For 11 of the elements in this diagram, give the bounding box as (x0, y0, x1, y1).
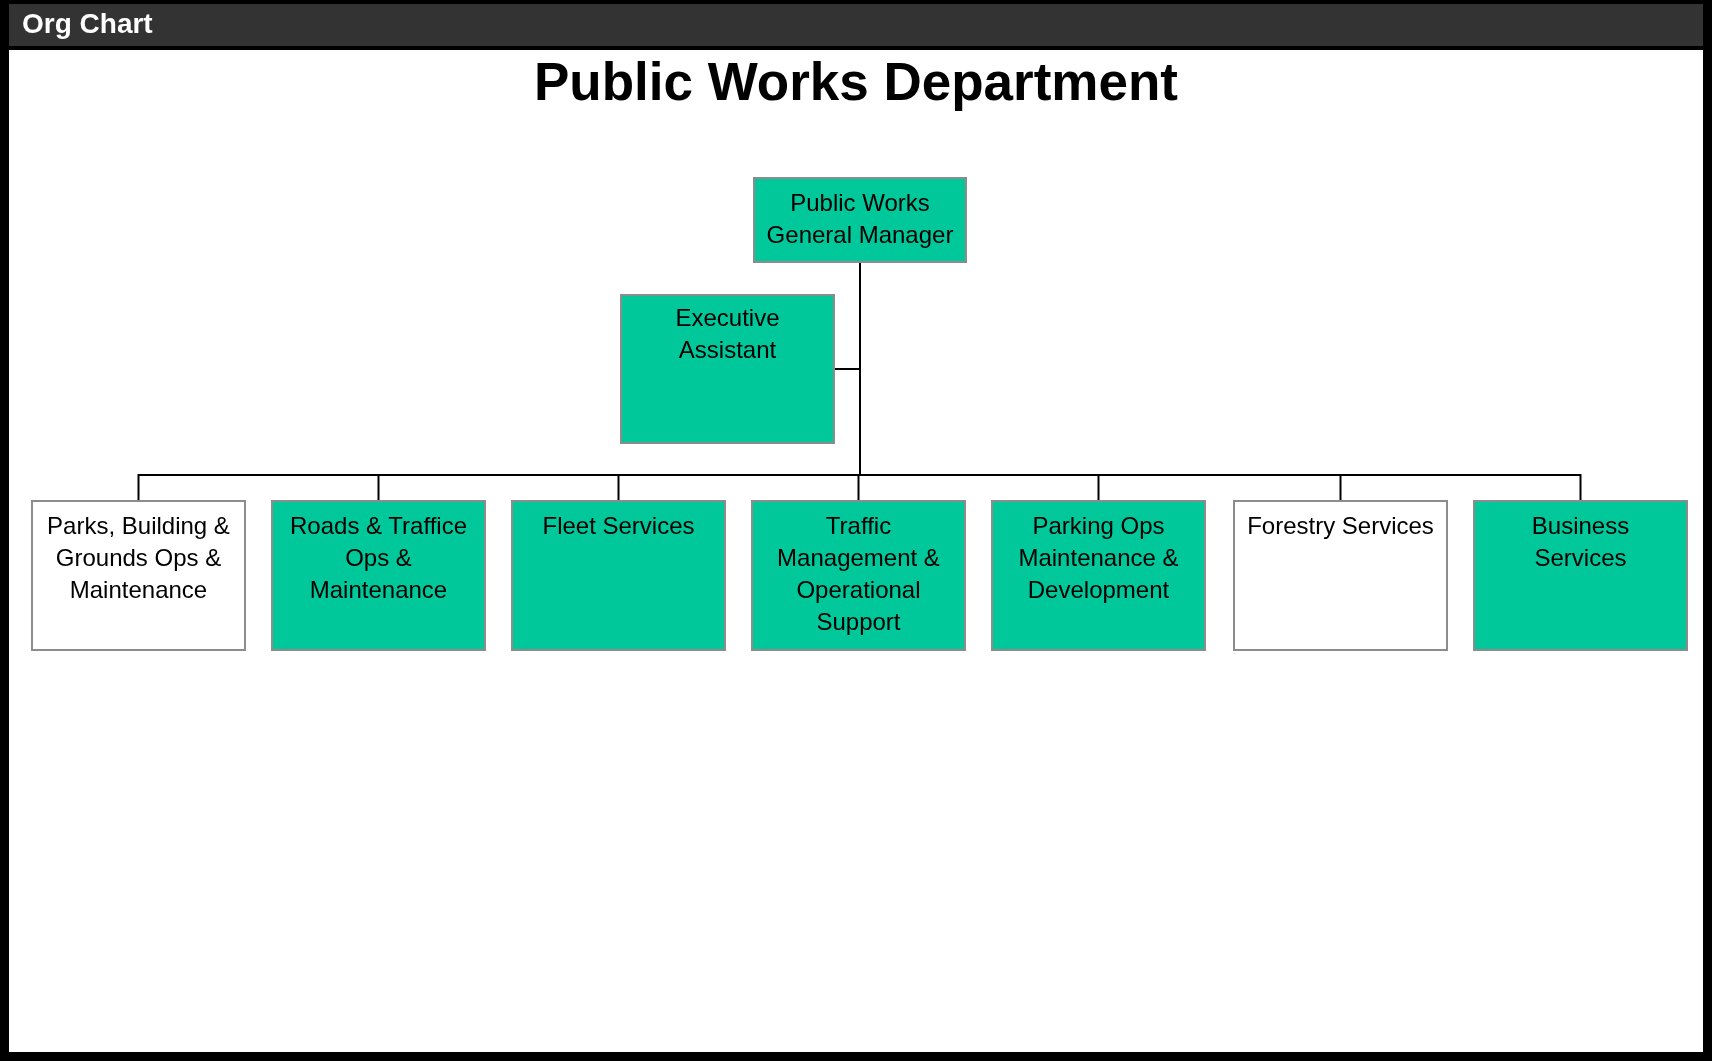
org-box: Parks, Building & Grounds Ops & Maintenance (31, 500, 246, 651)
manager-box: Public Works General Manager (753, 177, 967, 263)
org-box: Traffic Management & Operational Support (751, 500, 966, 651)
chart-title: Public Works Department (534, 52, 1178, 111)
org-box: Business Services (1473, 500, 1688, 651)
org-box: Executive Assistant (620, 294, 835, 444)
header-text: Org Chart (22, 8, 153, 40)
org-box: Parking Ops Maintenance & Development (991, 500, 1206, 651)
org-box: Forestry Services (1233, 500, 1448, 651)
org-box: Roads & Traffice Ops & Maintenance (271, 500, 486, 651)
org-box: Fleet Services (511, 500, 726, 651)
